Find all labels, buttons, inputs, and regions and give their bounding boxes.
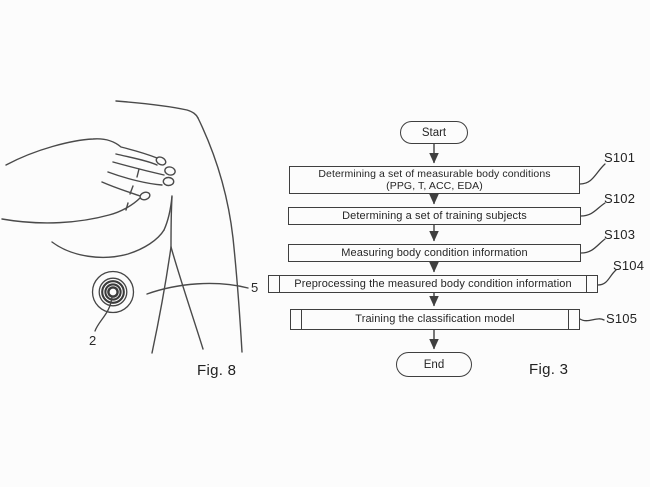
step-ref-label-s103: S103 — [604, 227, 636, 242]
step-ref-label-s104: S104 — [613, 258, 645, 273]
step-s101-text: Determining a set of measurable body con… — [318, 167, 551, 193]
hand-arm-drawing — [1, 100, 249, 354]
step-s105-text: Training the classification model — [355, 313, 515, 326]
flowchart-step-s105: Training the classification model — [290, 309, 580, 330]
flowchart-step-s104: Preprocessing the measured body conditio… — [268, 275, 598, 293]
flowchart-step-s101: Determining a set of measurable body con… — [289, 166, 580, 194]
flowchart-step-s103: Measuring body condition information — [288, 244, 581, 262]
step-ref-label-s101: S101 — [604, 150, 636, 165]
sensor-ref-numeral: 2 — [89, 333, 97, 348]
subroutine-bar — [567, 310, 569, 329]
step-ref-label-s105: S105 — [606, 311, 638, 326]
subroutine-bar — [279, 276, 281, 292]
flowchart-step-s102: Determining a set of training subjects — [288, 207, 581, 225]
step-s103-text: Measuring body condition information — [341, 246, 528, 259]
fig8-caption: Fig. 8 — [197, 362, 237, 379]
band-ref-numeral: 5 — [251, 280, 259, 295]
subroutine-bar — [301, 310, 303, 329]
flowchart-terminal-start: Start — [400, 121, 468, 144]
step-s102-text: Determining a set of training subjects — [342, 209, 527, 222]
step-label-leaders — [579, 163, 617, 322]
fig3-caption: Fig. 3 — [529, 361, 569, 378]
step-s104-text: Preprocessing the measured body conditio… — [294, 277, 572, 290]
sensor-drawing — [91, 270, 135, 332]
step-ref-label-s102: S102 — [604, 191, 636, 206]
flowchart-terminal-end: End — [396, 352, 472, 377]
subroutine-bar — [585, 276, 587, 292]
